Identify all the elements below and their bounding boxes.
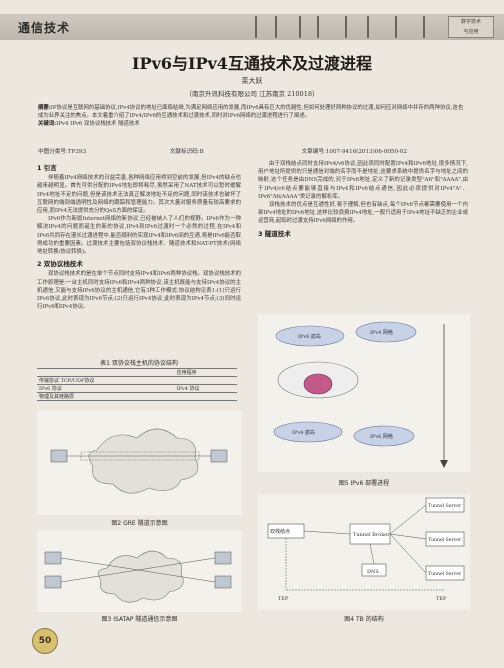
header-barcode-decoration <box>255 16 445 38</box>
figure-2-caption: 图2 GRE 隧道示意图 <box>111 520 168 527</box>
right-column: 由于双栈结点同时支持IPv4/v6协议,因此须同时配置IPv4和IPv6地址,很… <box>258 160 468 240</box>
section-2-heading: 2 双协议栈技术 <box>37 260 83 269</box>
abstract: 摘要:IP协议是互联网的基础协议,IPv4协议的地址已面临枯竭,为满足网络应用的… <box>38 105 464 127</box>
table-1-caption: 表1 双协议栈主机的协议结构 <box>100 360 178 367</box>
svg-text:Tunnel Server: Tunnel Server <box>428 503 462 509</box>
figure-4-tb-diagram: 双栈结点 Tunnel Broker Tunnel Server Tunnel … <box>258 494 470 610</box>
svg-text:Tunnel Server: Tunnel Server <box>428 571 462 577</box>
affiliation: （南京升讯科技有限公司 江苏南京 210018） <box>185 90 319 98</box>
table-row: 物理及其链路层 <box>37 392 237 401</box>
svg-text:IPv4 孤岛: IPv4 孤岛 <box>292 429 315 436</box>
svg-text:Tunnel Broker: Tunnel Broker <box>353 532 390 538</box>
section-2-para-1: 双协议栈技术的是在单个节点同时支持IPv4和IPv6两种协议栈。双协议栈技术的工… <box>37 271 241 311</box>
figure-2-gre-diagram <box>37 410 242 515</box>
svg-text:双栈结点: 双栈结点 <box>270 528 290 535</box>
svg-text:TEP: TEP <box>436 596 447 602</box>
table-row: 应用程序 <box>37 368 237 377</box>
section-1-para-2: IPv6作为新版Internet网络的新协议,已经被纳入了人们的视野。IPv6作… <box>37 216 241 256</box>
author: 栾大跃 <box>241 77 263 85</box>
right-para-2: 双栈技术的优点是互通性好,易于理解,但也有缺点,每个IPv6节点都需要使用一个内… <box>258 202 468 225</box>
left-column: 1 引言 伴随着IPv4网络技术的日益完善,各种网络应用得到空前的发展,但IPv… <box>37 160 241 311</box>
clc-number: 中图分类号:TP393 <box>38 149 87 155</box>
svg-text:IPv6 网络: IPv6 网络 <box>370 433 393 440</box>
figure-5-deployment-diagram: IPv6 孤岛 IPv4 网络 IPv4 孤岛 IPv6 网络 <box>258 314 470 472</box>
svg-text:IPv4 网络: IPv4 网络 <box>370 329 393 336</box>
doc-code: 文献标识码:B <box>169 149 204 155</box>
section-3-heading: 3 隧道技术 <box>258 229 291 238</box>
table-row: 传输协议 TCP/UDP协议 <box>37 376 237 385</box>
page-number: 50 <box>32 628 58 654</box>
article-number: 文章编号:1007-9416(2013)06-0050-02 <box>301 149 408 155</box>
header-band <box>0 14 504 40</box>
figure-3-isatap-diagram <box>37 530 242 612</box>
right-para-1: 由于双栈结点同时支持IPv4/v6协议,因此须同时配置IPv4和IPv6地址,很… <box>258 161 468 200</box>
svg-text:TEP: TEP <box>278 596 289 602</box>
article-meta: 中图分类号:TP393 文献标识码:B 文章编号:1007-9416(2013)… <box>38 148 468 156</box>
journal-corner-label: 数字技术 与应用 <box>448 16 494 38</box>
section-1-para-1: 伴随着IPv4网络技术的日益完善,各种网络应用得到空前的发展,但IPv4的缺点也… <box>37 175 241 215</box>
figure-5-caption: 图5 IPv6 部署进程 <box>338 480 390 487</box>
svg-text:IPv6 孤岛: IPv6 孤岛 <box>298 333 321 340</box>
article-title: IPv6与IPv4互通技术及过渡进程 <box>132 54 372 73</box>
svg-text:DNS: DNS <box>367 569 379 575</box>
figure-3-caption: 图3 ISATAP 隧道通信示意图 <box>101 616 178 623</box>
figure-4-caption: 图4 TB 的结构 <box>344 616 384 623</box>
svg-text:Tunnel Server: Tunnel Server <box>428 537 462 543</box>
section-1-heading: 1 引言 <box>37 164 57 172</box>
section-tag: 通信技术 <box>18 21 71 35</box>
